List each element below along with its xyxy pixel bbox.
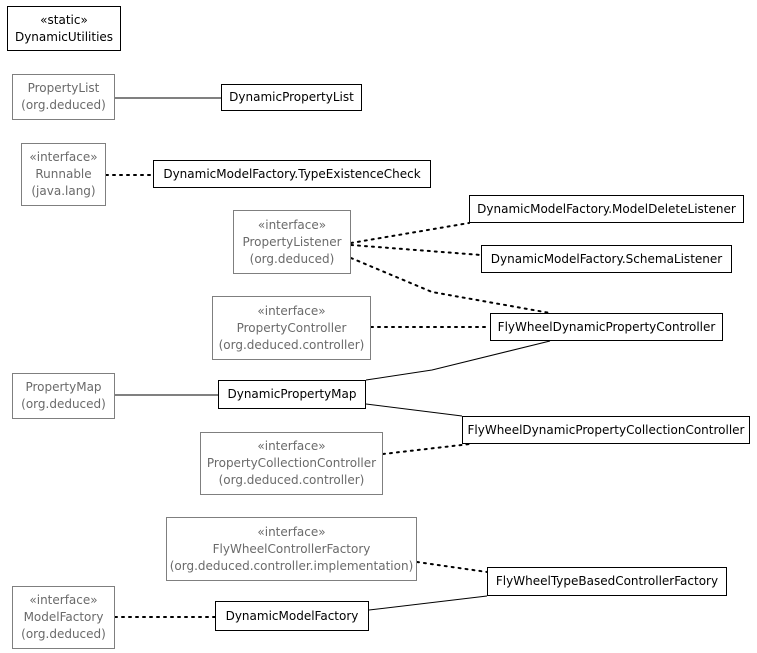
class-label-line: DynamicModelFactory — [225, 608, 359, 623]
class-box-schema-listener[interactable]: DynamicModelFactory.SchemaListener — [481, 245, 732, 273]
edge-property-listener-to-flywheel-dynamic-property-controller — [350, 257, 551, 314]
class-box-flywheel-dynamic-property-collection-controller[interactable]: FlyWheelDynamicPropertyCollectionControl… — [462, 416, 750, 444]
class-label-line: PropertyCollectionController — [206, 456, 377, 470]
class-label-line: DynamicUtilities — [14, 29, 114, 44]
class-box-property-controller[interactable]: «interface» PropertyController (org.deduce… — [212, 296, 371, 360]
class-box-dynamic-property-list[interactable]: DynamicPropertyList — [221, 84, 362, 111]
class-label-line: (org.deduced) — [249, 251, 335, 266]
class-box-property-collection-controller[interactable]: «interface» PropertyCollectionController (… — [200, 432, 383, 495]
class-label-line: DynamicPropertyList — [229, 90, 354, 104]
class-box-runnable[interactable]: «interface» Runnable (java.lang) — [21, 143, 106, 206]
class-label-line: PropertyList — [27, 81, 100, 95]
class-label-line: (org.deduced.controller) — [218, 337, 365, 352]
edge-property-listener-to-model-delete-listener — [350, 222, 470, 244]
class-box-model-delete-listener[interactable]: DynamicModelFactory.ModelDeleteListener — [469, 195, 744, 223]
class-box-dynamic-model-factory[interactable]: DynamicModelFactory — [215, 601, 369, 631]
edge-flywheel-controller-factory-to-flywheel-type-based-controller-factory — [416, 561, 488, 573]
class-box-type-existence-check[interactable]: DynamicModelFactory.TypeExistenceCheck — [153, 160, 431, 188]
class-label-line: FlyWheelDynamicPropertyController — [497, 319, 716, 334]
class-label-line: «interface» — [257, 439, 326, 453]
class-box-property-listener[interactable]: «interface» PropertyListener (org.deduced) — [233, 210, 351, 274]
class-label-line: (org.deduced) — [21, 98, 106, 112]
class-box-dynamic-utilities[interactable]: «static» DynamicUtilities — [7, 6, 121, 51]
edge-dynamic-model-factory-to-flywheel-type-based-controller-factory — [368, 595, 488, 611]
edge-dynamic-property-map-to-flywheel-dynamic-property-controller — [365, 340, 551, 381]
class-label-line: «static» — [40, 12, 88, 27]
class-label-line: FlyWheelDynamicPropertyCollectionControl… — [467, 422, 745, 437]
class-box-flywheel-type-based-controller-factory[interactable]: FlyWheelTypeBasedControllerFactory — [487, 567, 727, 596]
edge-dynamic-property-map-to-flywheel-dynamic-property-collection-controller — [365, 403, 463, 417]
class-box-model-factory[interactable]: «interface» ModelFactory (org.deduced) — [12, 586, 115, 649]
class-label-line: (org.deduced) — [21, 397, 106, 411]
class-label-line: (org.deduced) — [21, 627, 106, 641]
class-label-line: DynamicPropertyMap — [227, 387, 357, 401]
class-label-line: «interface» — [29, 150, 98, 164]
class-label-line: FlyWheelControllerFactory — [212, 541, 371, 556]
class-label-line: PropertyMap — [25, 380, 102, 394]
class-label-line: DynamicModelFactory.ModelDeleteListener — [477, 201, 736, 216]
class-label-line: «interface» — [257, 524, 326, 539]
class-box-flywheel-dynamic-property-controller[interactable]: FlyWheelDynamicPropertyController — [490, 313, 723, 341]
edge-property-collection-controller-to-flywheel-dynamic-property-collection-controller — [382, 443, 471, 455]
class-label-line: DynamicModelFactory.SchemaListener — [490, 251, 723, 266]
class-box-dynamic-property-map[interactable]: DynamicPropertyMap — [218, 380, 366, 409]
class-label-line: ModelFactory — [23, 610, 104, 624]
class-label-line: «interface» — [257, 217, 327, 232]
class-label-line: DynamicModelFactory.TypeExistenceCheck — [163, 166, 421, 181]
class-label-line: «interface» — [29, 593, 98, 607]
class-label-line: Runnable — [35, 167, 92, 181]
class-box-property-list[interactable]: PropertyList (org.deduced) — [12, 74, 115, 120]
class-label-line: (org.deduced.controller) — [218, 473, 365, 487]
class-box-property-map[interactable]: PropertyMap (org.deduced) — [12, 373, 115, 419]
edge-property-listener-to-schema-listener — [350, 244, 482, 256]
class-label-line: PropertyListener — [242, 234, 342, 249]
class-label-line: FlyWheelTypeBasedControllerFactory — [495, 574, 719, 588]
class-label-line: PropertyController — [236, 320, 347, 335]
class-label-line: (org.deduced.controller.implementation) — [169, 558, 414, 573]
class-box-flywheel-controller-factory[interactable]: «interface» FlyWheelControllerFactory (org… — [166, 517, 417, 581]
class-label-line: «interface» — [257, 303, 326, 318]
class-label-line: (java.lang) — [31, 184, 96, 198]
